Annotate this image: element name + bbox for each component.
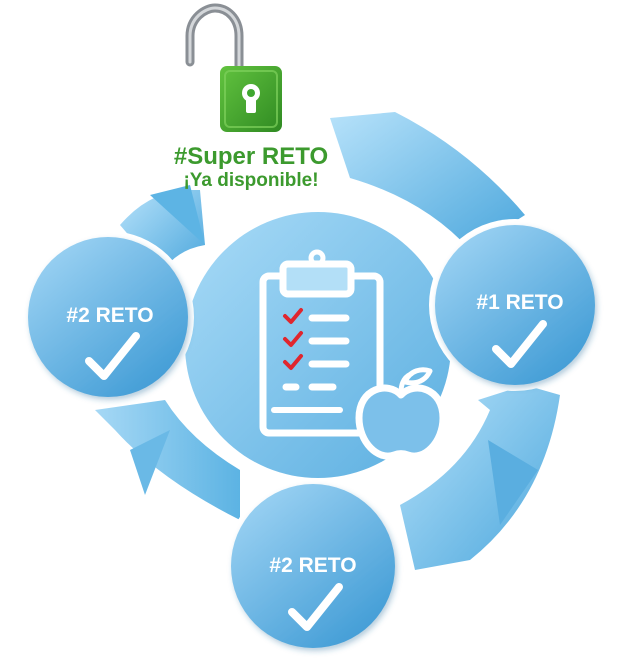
stage-2-node-bottom: #2 RETO bbox=[225, 478, 401, 654]
cycle-ring bbox=[95, 112, 560, 570]
checkmark-icon bbox=[288, 583, 343, 631]
stage-label: #2 RETO bbox=[66, 304, 153, 327]
arrow-right-head bbox=[488, 440, 538, 525]
arrow-bottom-left-head bbox=[130, 430, 170, 495]
stage-1-node: #1 RETO bbox=[429, 219, 601, 391]
arrow-bottom-left-segment bbox=[95, 400, 240, 520]
stage-label: #1 RETO bbox=[476, 291, 563, 314]
checkmark-icon bbox=[492, 320, 547, 368]
super-reto-title: #Super RETO bbox=[174, 143, 328, 170]
arrow-right-segment bbox=[400, 385, 560, 570]
checkmark-icon bbox=[85, 332, 140, 380]
stage-label: #2 RETO bbox=[269, 554, 356, 577]
clipboard-checklist-apple-icon bbox=[259, 249, 447, 460]
super-reto-subtitle: ¡Ya disponible! bbox=[183, 170, 318, 191]
arrow-top-segment bbox=[330, 112, 525, 250]
checkmark-icon bbox=[283, 354, 303, 370]
stage-2-node-left: #2 RETO bbox=[22, 231, 194, 403]
red-checkmarks bbox=[283, 308, 303, 370]
arrow-left-head bbox=[150, 185, 205, 245]
checkmark-icon bbox=[283, 308, 303, 324]
checkmark-icon bbox=[283, 331, 303, 347]
open-padlock-icon bbox=[185, 3, 282, 132]
